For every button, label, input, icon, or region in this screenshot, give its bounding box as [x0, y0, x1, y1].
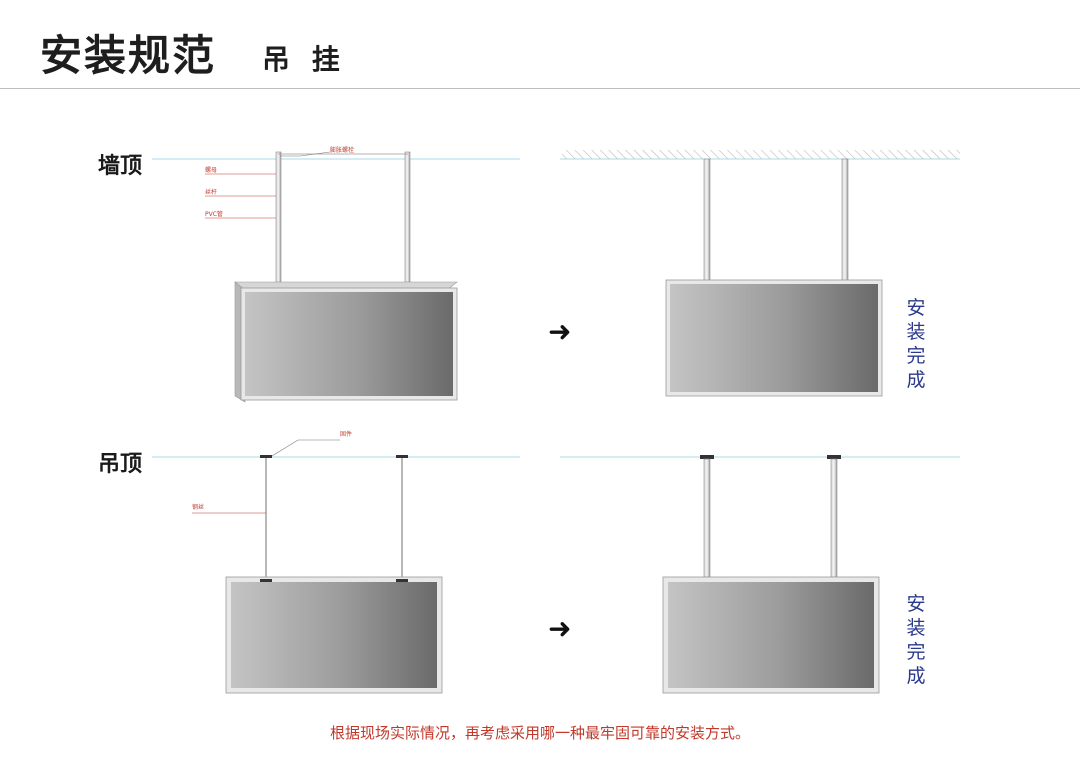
callout-nut: 螺母 [205, 166, 217, 174]
hanging-rod [703, 458, 711, 578]
installation-complete-label: 安装完成 [906, 593, 926, 687]
hanging-rod [841, 158, 849, 282]
ceiling-fixture [260, 455, 272, 458]
callout-fixture: 固件 [340, 430, 352, 438]
callout-leader-expansion-bolt [280, 151, 331, 157]
wire-clip [396, 579, 408, 582]
page-title: 安装规范 [40, 31, 217, 80]
callout-expansion-bolt: 膨胀螺栓 [330, 146, 354, 154]
installed-screen-panel [670, 284, 878, 392]
page-subtitle: 吊 挂 [262, 43, 346, 76]
arrow-right-icon: ➜ [548, 612, 572, 645]
footer-note: 根据现场实际情况，再考虑采用哪一种最牢固可靠的安装方式。 [329, 724, 750, 742]
hanging-rod [275, 151, 282, 283]
screen-panel [245, 292, 453, 396]
callout-wire: 钢丝 [192, 503, 204, 511]
hanging-rod [830, 458, 838, 578]
callout-rod: 丝杆 [205, 188, 217, 196]
callout-leader-fixture [271, 439, 340, 457]
callout-pvc-pipe: PVC管 [205, 210, 223, 218]
arrow-right-icon: ➜ [548, 315, 572, 348]
section-label-wall-top: 墙顶 [98, 153, 143, 179]
screen-panel [231, 582, 437, 688]
installation-complete-label: 安装完成 [906, 297, 926, 391]
hanging-rod [703, 158, 711, 282]
header-divider [0, 88, 1080, 89]
installed-screen-panel [668, 582, 874, 688]
wire-clip [260, 579, 272, 582]
ceiling-fixture [396, 455, 408, 458]
section-label-hang-top: 吊顶 [98, 451, 143, 477]
hanging-rod [404, 151, 411, 283]
ceiling-fixture [827, 455, 841, 459]
ceiling-fixture [700, 455, 714, 459]
ceiling-hatch [562, 150, 960, 159]
